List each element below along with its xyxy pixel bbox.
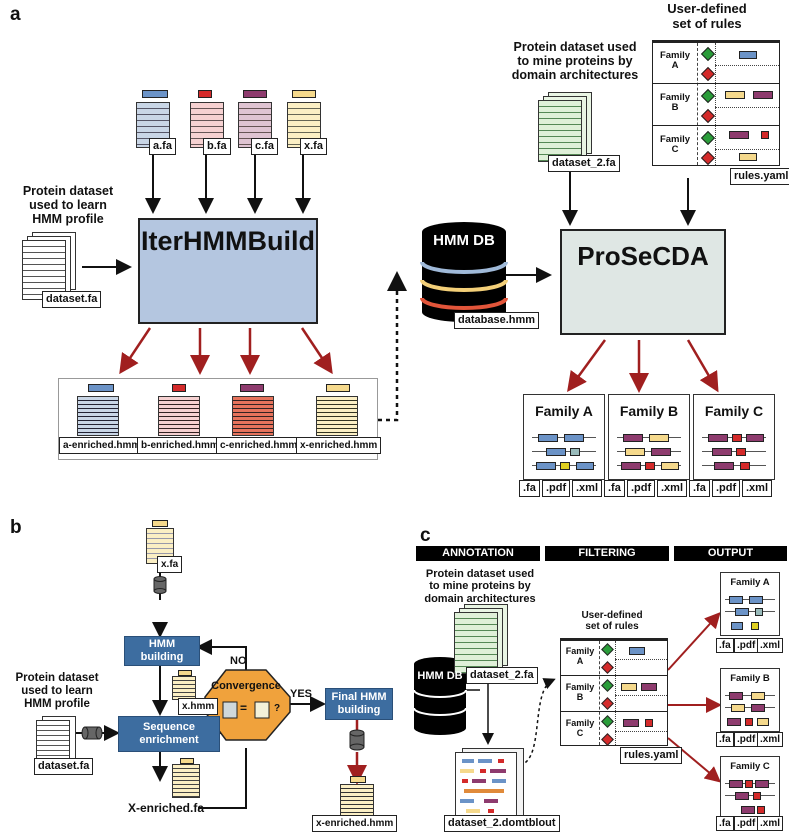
c-rules-label: User-defined set of rules [581,610,643,633]
c-mine-doc-front [454,612,498,674]
b-dataset-doc-front [36,720,70,764]
iterhmmbuild-title: IterHMMBuild [141,226,315,256]
b-learn-dataset-label: Protein dataset used to learn HMM profil… [15,672,99,710]
no-label: NO [230,655,247,667]
rules-table-a: Family A Family B Family C [652,40,780,166]
hmm-db-cylinder-a [420,222,508,322]
c-hmm-db-title: HMM DB [417,670,463,682]
c-rules-yaml-label: rules.yaml [620,747,683,764]
convergence-label: Convergence [211,680,281,692]
panel-a-dotted-arrow [378,271,407,422]
mine-doc-front [538,100,582,162]
c-output-card-family-c: Family C [720,756,780,820]
database-hmm-label: database.hmm [454,312,540,329]
hmm-db-title: HMM DB [433,232,495,249]
output-card-family-b: Family B [608,394,690,480]
convergence-question: ? [274,703,281,714]
yes-label: YES [290,688,313,700]
panel-a-input-arrows [82,153,696,283]
rules-table-c: Family A Family B Family C [560,638,668,746]
learn-dataset-label: Protein dataset used to learn HMM profil… [22,184,114,226]
iterhmmbuild-box: IterHMMBuild [138,218,318,324]
hmm-db-cylinder-c [413,657,467,735]
prosecda-box: ProSeCDA [560,229,726,335]
c-output-card-family-a: Family A [720,572,780,636]
panel-c-letter: c [420,525,431,546]
header-output: OUTPUT [674,546,787,561]
final-hmm-building-step: Final HMM building [325,688,393,720]
output-card-family-c: Family C [693,394,775,480]
rules-yaml-label: rules.yaml [730,168,789,185]
dataset-fa-label: dataset.fa [42,291,102,308]
convergence-equals: = [240,701,248,715]
rules-label: User-defined set of rules [667,1,747,31]
c-output-card-family-b: Family B [720,668,780,732]
b-dataset-fa-label: dataset.fa [34,758,94,775]
dataset-doc-front [22,240,66,300]
c-dataset2-fa-label: dataset_2.fa [466,667,538,684]
domtblout-label: dataset_2.domtblout [444,815,560,832]
prosecda-title: ProSeCDA [577,241,709,271]
c-mine-dataset-label: Protein dataset used to mine proteins by… [424,568,536,605]
hmm-building-step: HMM building [124,636,200,666]
header-filtering: FILTERING [545,546,669,561]
domtblout-doc-front [455,752,517,822]
x-enriched-fa-label: X-enriched.fa [128,801,205,815]
mine-dataset-label: Protein dataset used to mine proteins by… [511,40,639,82]
sequence-enrichment-step: Sequence enrichment [118,716,220,752]
panel-b-letter: b [10,517,22,538]
panel-c-output-arrows [667,612,722,783]
panel-a-output-arrows [119,327,719,393]
small-db-icons [81,576,365,751]
header-annotation: ANNOTATION [416,546,540,561]
panel-a-letter: a [10,4,21,25]
dataset2-fa-label: dataset_2.fa [548,155,620,172]
output-card-family-a: Family A [523,394,605,480]
